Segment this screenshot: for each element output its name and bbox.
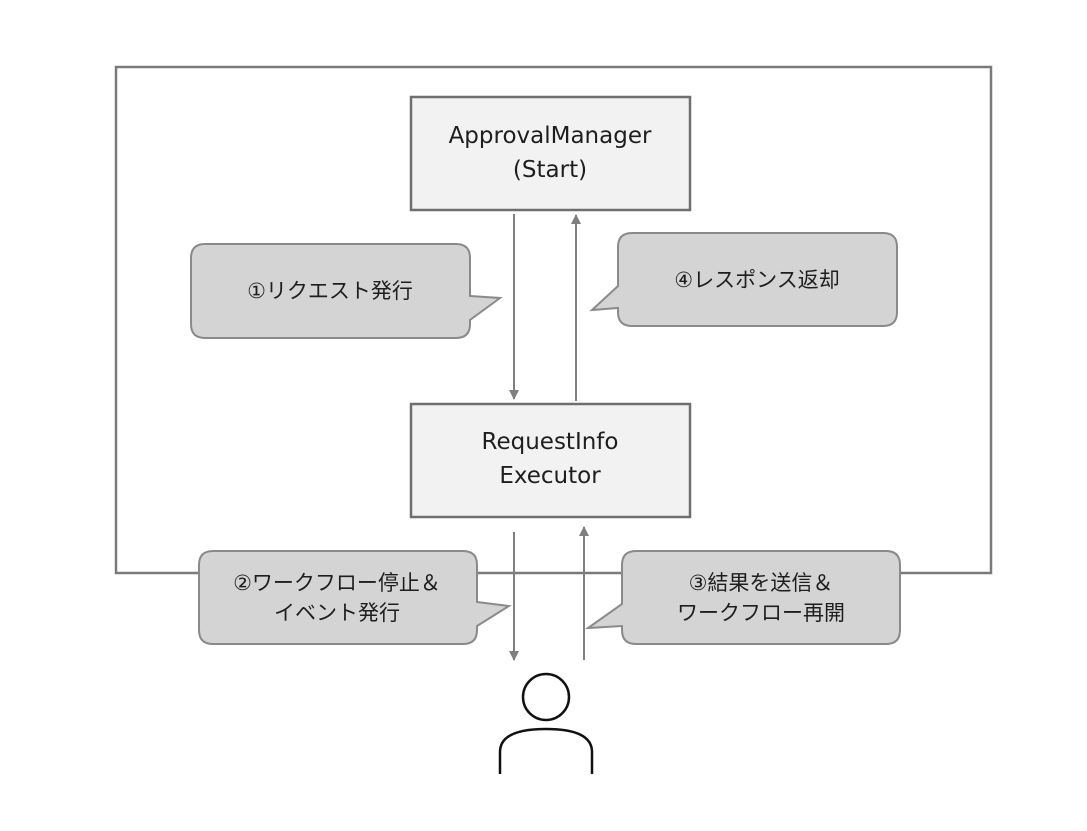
callout-step3-text-line2: ワークフロー再開 [677,601,845,625]
person-icon-head [521,672,571,722]
workflow-boundary-frame [114,65,993,575]
callout-step1-text: ①リクエスト発行 [247,279,413,303]
callout-step4: ④レスポンス返却 [589,232,898,327]
approval-manager-box [409,95,692,212]
callout-step2-text-line1: ②ワークフロー停止＆ [233,571,441,595]
request-info-executor-label: RequestInfo [482,429,619,455]
person-icon [498,672,594,774]
callout-step2-text-line2: イベント発行 [274,601,400,625]
callout-step4-bubble [589,232,898,327]
callout-step3-text-line1: ③結果を送信＆ [689,571,834,595]
approval-manager-label: ApprovalManager [449,123,652,149]
approval-manager-sublabel: (Start) [513,157,587,183]
person-icon-body [498,727,594,774]
callout-step3-bubble [584,550,901,645]
callout-step4-text: ④レスポンス返却 [674,268,839,292]
callout-step2: ②ワークフロー停止＆ イベント発行 [198,550,512,645]
callout-step1: ①リクエスト発行 [190,243,503,339]
request-info-executor-node: RequestInfo Executor [409,402,692,519]
callout-step1-bubble [190,243,503,339]
approval-manager-node: ApprovalManager (Start) [409,95,692,212]
request-info-executor-sublabel: Executor [499,463,601,489]
callout-step3: ③結果を送信＆ ワークフロー再開 [584,550,901,645]
request-info-executor-box [409,402,692,519]
callout-step2-bubble [198,550,512,645]
